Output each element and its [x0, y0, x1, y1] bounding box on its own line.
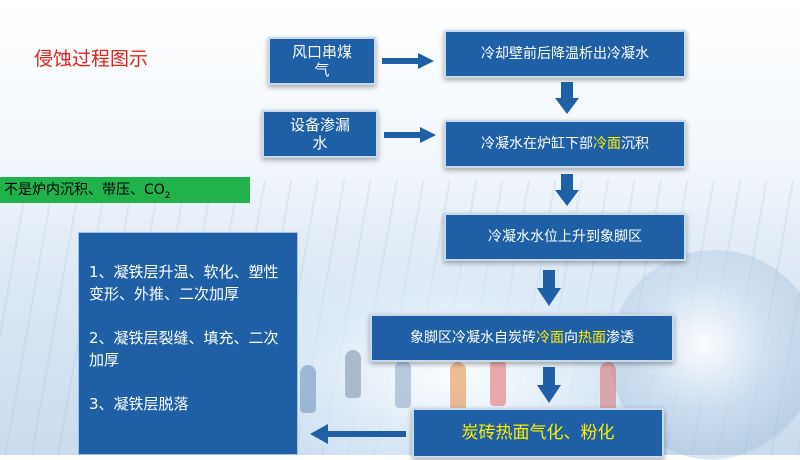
runner-figure — [395, 360, 411, 408]
step4-mid: 向 — [564, 330, 578, 346]
fengkou-line1: 风口串煤 — [291, 43, 352, 61]
step4-post: 渗透 — [606, 330, 634, 346]
fengkou-line2: 气 — [314, 61, 330, 79]
step3-text: 冷凝水水位上升到象脚区 — [488, 229, 642, 245]
step4-highlight-cold: 冷面 — [536, 330, 564, 346]
arrow-down-icon — [537, 270, 561, 306]
step1-box: 冷却壁前后降温析出冷凝水 — [444, 30, 686, 78]
runner-figure — [450, 362, 466, 410]
runner-figure — [300, 365, 316, 413]
step2-post: 沉积 — [621, 136, 649, 152]
step1-text: 冷却壁前后降温析出冷凝水 — [481, 46, 649, 62]
arrow-down-icon — [555, 174, 579, 206]
arrow-right-icon — [382, 53, 434, 69]
fengkou-box: 风口串煤 气 — [268, 37, 376, 85]
arrow-down-icon — [537, 367, 561, 403]
step2-highlight: 冷面 — [593, 136, 621, 152]
result-item-2: 2、凝铁层裂缝、填充、二次加厚 — [89, 329, 279, 369]
runner-figure — [345, 350, 361, 398]
step3-box: 冷凝水水位上升到象脚区 — [444, 213, 686, 261]
step2-pre: 冷凝水在炉缸下部 — [481, 136, 593, 152]
shebei-line2: 水 — [312, 134, 328, 152]
result-item-3: 3、凝铁层脱落 — [89, 395, 189, 413]
result-item-1: 1、凝铁层升温、软化、塑性变形、外推、二次加厚 — [89, 263, 279, 303]
step4-pre: 象脚区冷凝水自炭砖 — [410, 330, 536, 346]
shebei-box: 设备渗漏 水 — [262, 110, 378, 158]
arrow-right-icon — [384, 127, 436, 143]
step2-box: 冷凝水在炉缸下部冷面沉积 — [444, 120, 686, 168]
step5-box: 炭砖热面气化、粉化 — [412, 408, 664, 458]
step4-box: 象脚区冷凝水自炭砖冷面向热面渗透 — [370, 314, 674, 362]
arrow-down-icon — [555, 82, 579, 114]
condition-tag: 不是炉内沉积、带压、CO2 — [0, 177, 250, 203]
result-panel: 1、凝铁层升温、软化、塑性变形、外推、二次加厚 2、凝铁层裂缝、填充、二次加厚 … — [78, 232, 298, 455]
shebei-line1: 设备渗漏 — [289, 116, 350, 134]
runner-figure — [600, 362, 616, 410]
step2-text: 冷凝水在炉缸下部冷面沉积 — [481, 135, 649, 153]
step4-highlight-hot: 热面 — [578, 330, 606, 346]
condition-tag-subscript: 2 — [164, 190, 171, 201]
runner-figure — [490, 358, 506, 406]
page-title: 侵蚀过程图示 — [34, 48, 149, 70]
condition-tag-text: 不是炉内沉积、带压、CO — [4, 182, 165, 198]
step4-text: 象脚区冷凝水自炭砖冷面向热面渗透 — [410, 329, 634, 347]
arrow-left-icon — [310, 424, 406, 444]
step5-text: 炭砖热面气化、粉化 — [461, 423, 615, 443]
